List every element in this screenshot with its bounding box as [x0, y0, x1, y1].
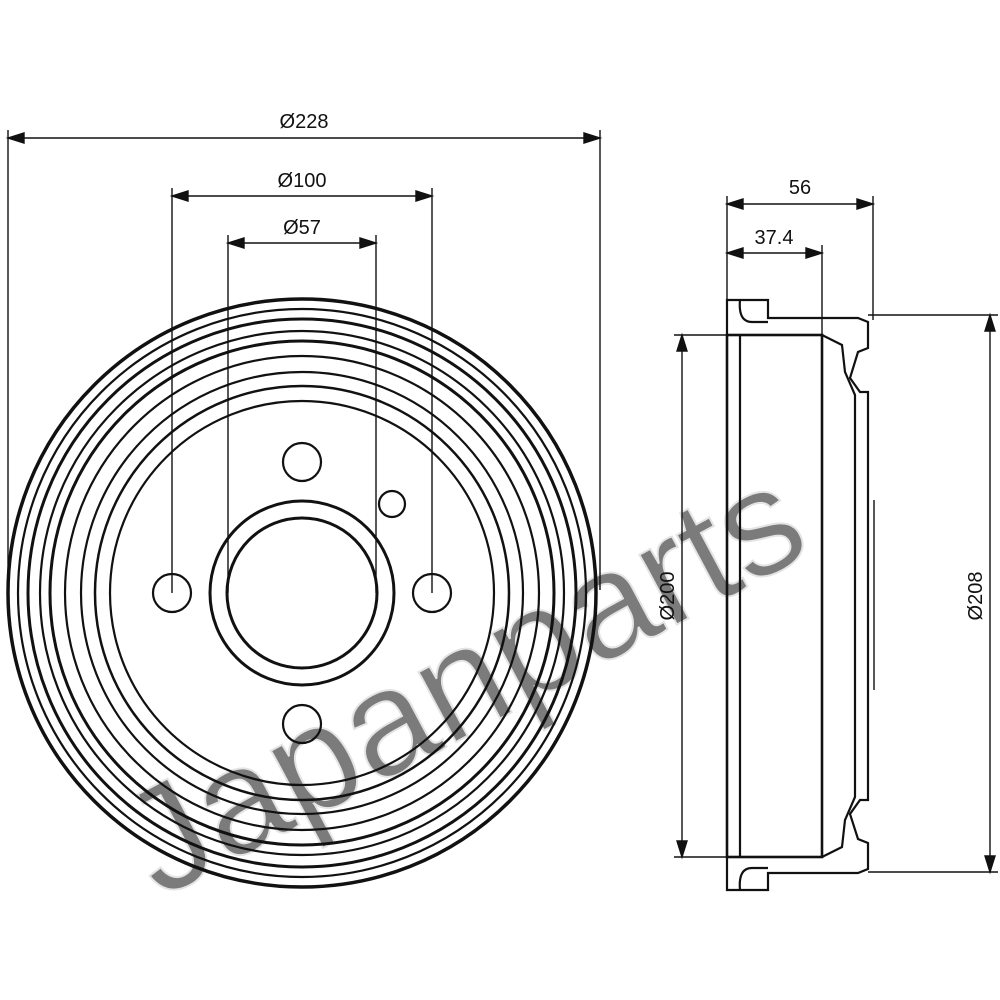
bolt-hole-bottom	[281, 703, 323, 745]
flange-inner-line	[821, 334, 857, 480]
rim-ring	[26, 317, 578, 869]
arrow-head	[583, 132, 603, 144]
arrow-head	[856, 198, 876, 210]
side-dimensions	[674, 196, 998, 875]
top-flange	[725, 298, 870, 475]
front-view	[6, 297, 598, 889]
rim-ring	[63, 354, 541, 832]
center-bore-outer	[208, 499, 396, 687]
arrow-head	[225, 237, 245, 249]
label-drum-inner-diameter: Ø200	[657, 572, 679, 621]
bolt-hole-top	[281, 441, 323, 483]
drum-body	[725, 333, 824, 859]
label-outer-diameter: Ø228	[280, 111, 329, 133]
label-drum-outer-diameter: Ø208	[965, 572, 987, 621]
rim-ring	[48, 339, 556, 847]
watermark-logo: Japanparts	[95, 430, 831, 929]
label-bolt-circle: Ø100	[278, 170, 327, 192]
arrow-head	[984, 855, 996, 875]
arrow-head	[359, 237, 379, 249]
arrow-head	[169, 190, 189, 202]
arrow-head	[984, 312, 996, 332]
hub-face-ring	[108, 399, 496, 787]
front-dimensions	[5, 130, 603, 593]
rim-ring	[93, 384, 511, 802]
center-bore-inner	[225, 516, 379, 670]
label-total-height: 56	[789, 177, 811, 199]
rim-ring	[16, 307, 588, 879]
rim-ring	[79, 370, 525, 816]
rim-ring	[38, 329, 566, 857]
arrow-head	[724, 247, 744, 259]
arrow-head	[805, 247, 825, 259]
label-center-bore: Ø57	[283, 217, 321, 239]
arrow-head	[5, 132, 25, 144]
side-view	[725, 298, 875, 892]
watermark-text: Japanparts	[96, 431, 830, 928]
arrow-head	[676, 332, 688, 352]
arrow-head	[676, 840, 688, 860]
bottom-flange	[725, 715, 870, 892]
outer-rim-ring	[6, 297, 598, 889]
top-lip	[738, 299, 768, 324]
arrow-head	[724, 198, 744, 210]
label-flange-height: 37.4	[755, 227, 794, 249]
locating-hole	[377, 489, 407, 519]
arrow-head	[415, 190, 435, 202]
bottom-lip	[738, 866, 768, 891]
flange-inner-line	[821, 710, 857, 858]
